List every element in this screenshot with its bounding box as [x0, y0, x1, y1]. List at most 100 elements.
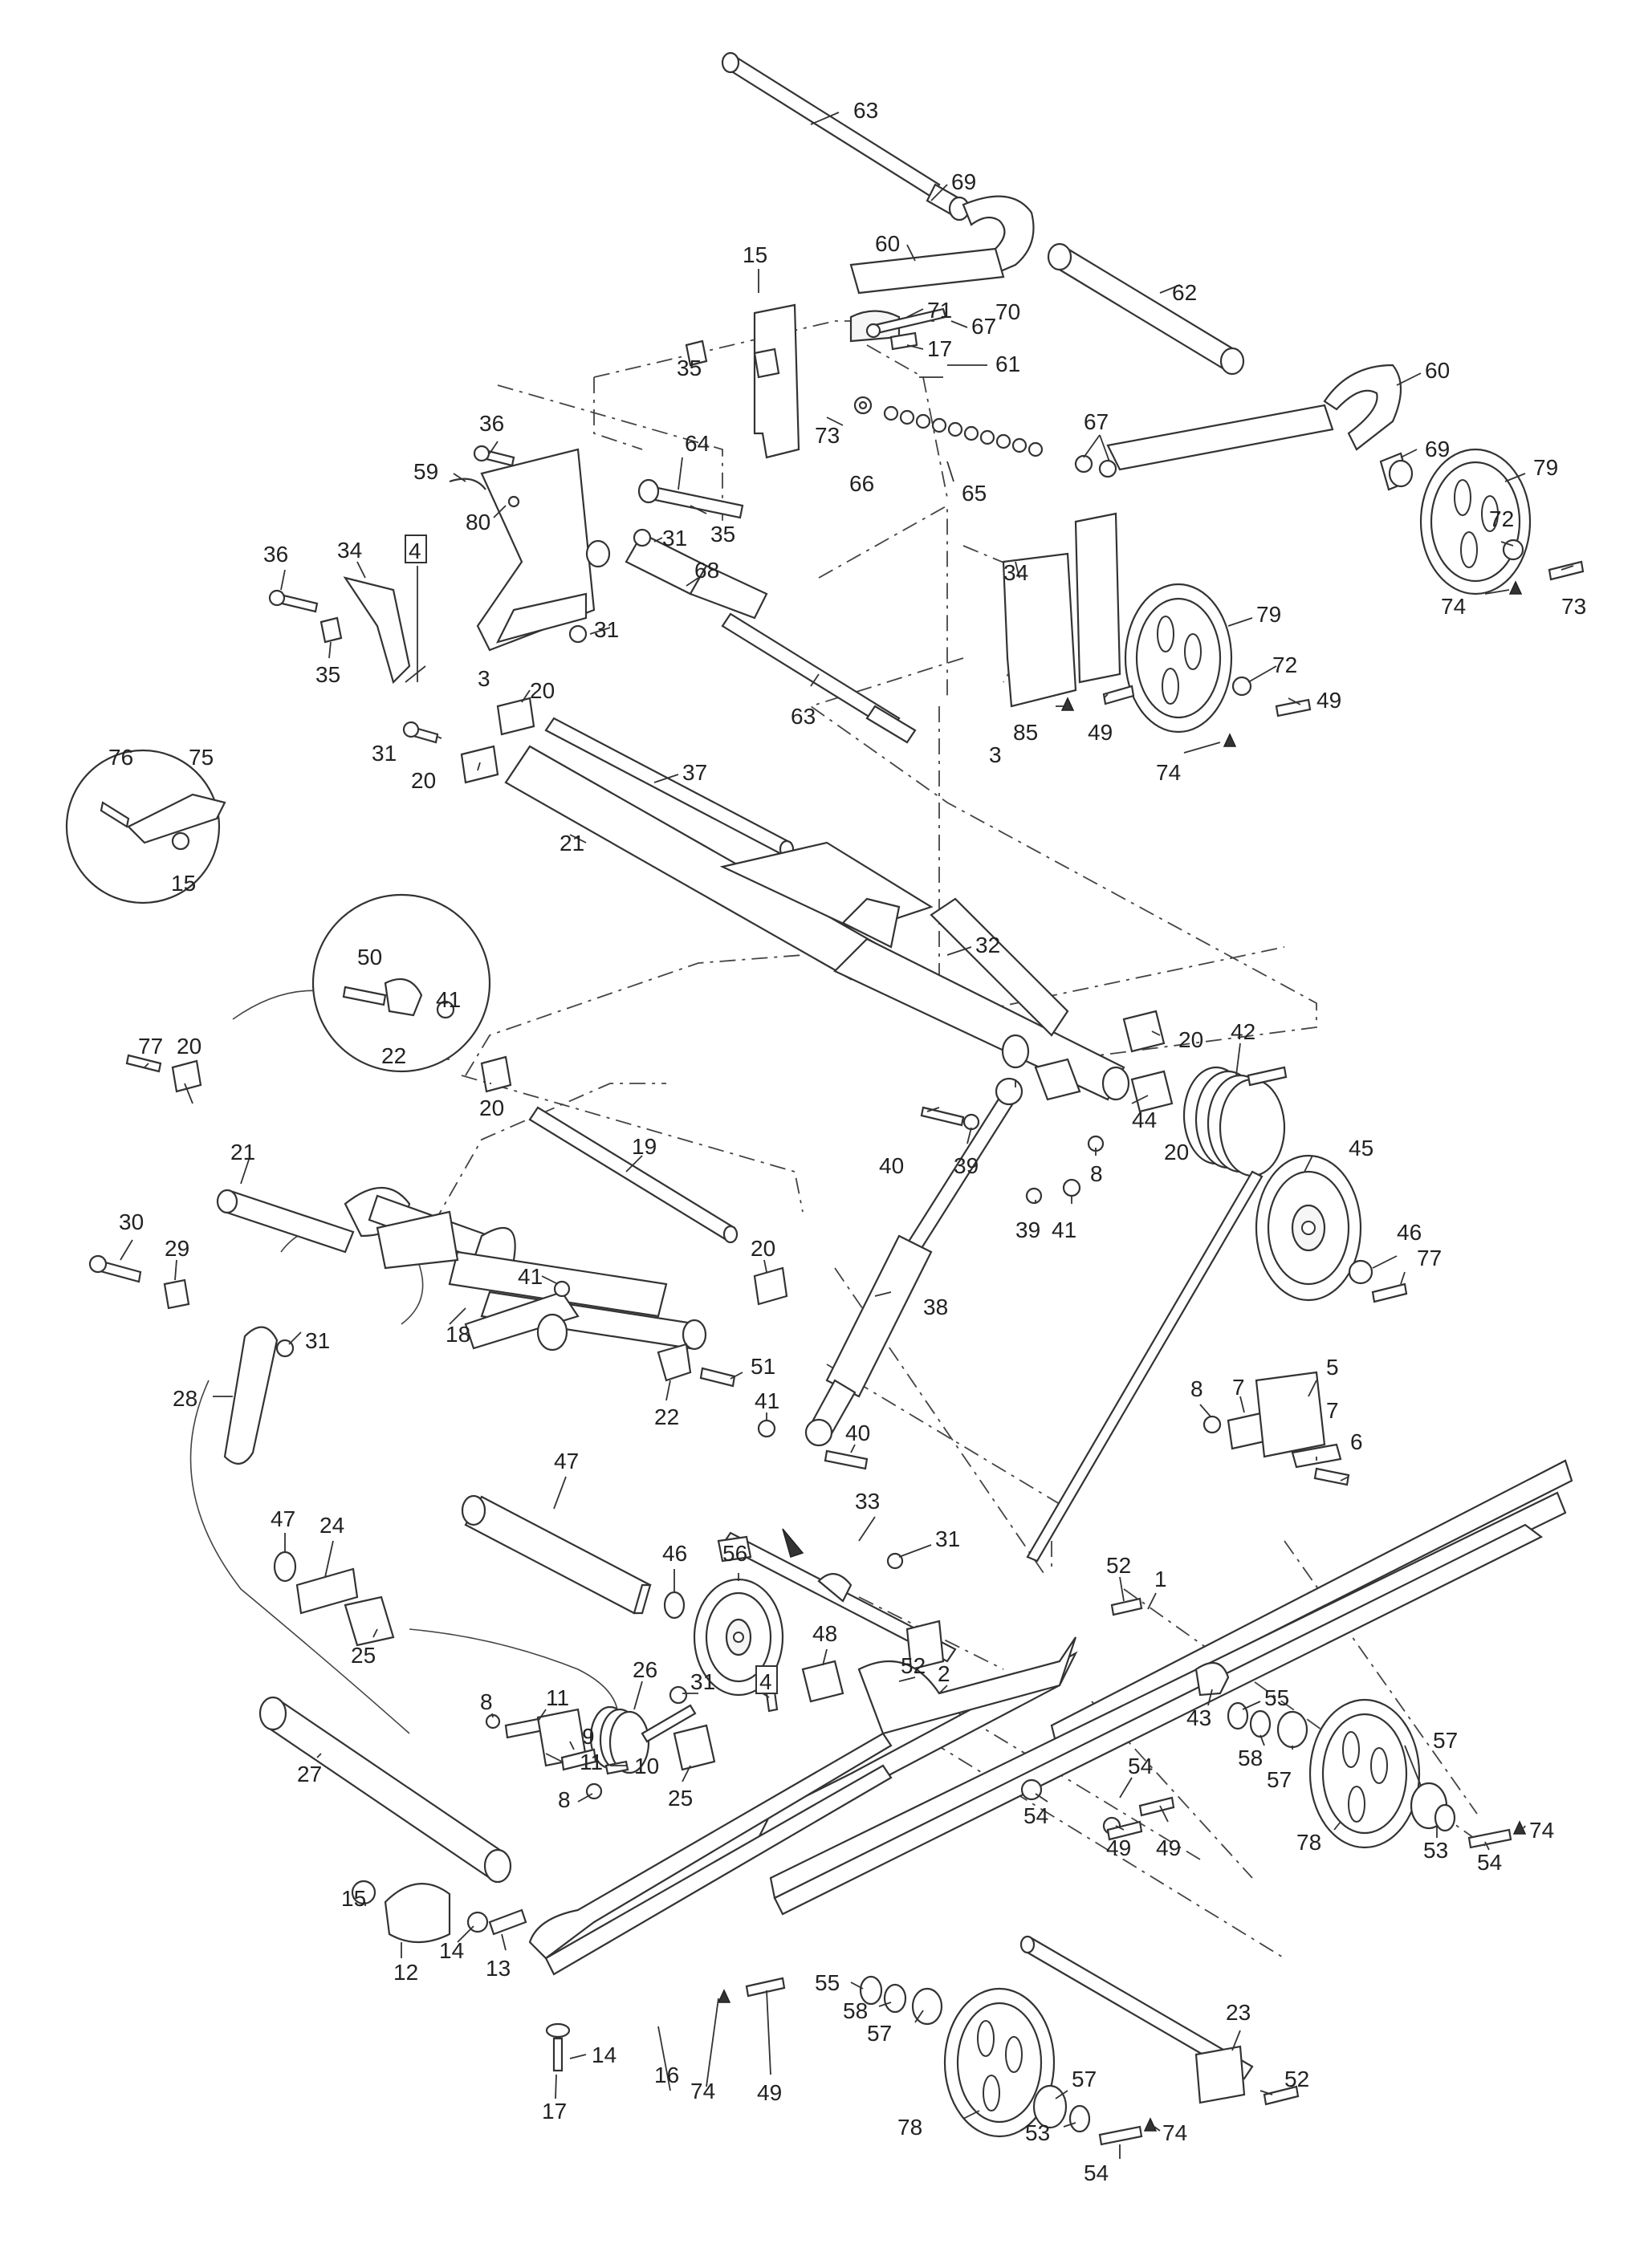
callout-49-b: 49 [1106, 1835, 1131, 1860]
callout-21-top: 21 [560, 831, 584, 856]
callout-39-a: 39 [954, 1153, 979, 1178]
callout-31-left: 31 [372, 741, 397, 766]
callout-39-b: 39 [1015, 1217, 1040, 1242]
callout-54-a: 54 [1128, 1754, 1153, 1778]
callout-80: 80 [466, 510, 490, 534]
callout-72-right: 72 [1489, 506, 1514, 531]
callout-54-b: 54 [1023, 1803, 1048, 1828]
callout-58-right: 58 [1238, 1746, 1263, 1770]
callout-20-c: 20 [1178, 1027, 1203, 1052]
callout-74-right: 74 [1441, 594, 1466, 619]
callout-12: 12 [393, 1960, 418, 1985]
torsion-spring-42 [1026, 1066, 1288, 1563]
callout-52-a: 52 [1106, 1553, 1131, 1578]
wheel-78-lower [943, 1987, 1056, 2138]
callout-52-lower: 52 [1284, 2067, 1309, 2091]
callout-8-mid: 8 [1090, 1161, 1103, 1186]
callout-78-right: 78 [1296, 1830, 1321, 1855]
wheel-79-mid [1124, 583, 1233, 734]
callout-24: 24 [319, 1513, 344, 1538]
callout-6: 6 [1350, 1429, 1363, 1454]
callout-4-top: 4 [409, 539, 421, 563]
callout-29: 29 [165, 1236, 189, 1261]
callout-74-far: 74 [1529, 1818, 1554, 1843]
callout-36-left: 36 [263, 542, 288, 567]
callout-31-b: 31 [594, 617, 619, 642]
main-arm-assembly [88, 697, 1408, 1563]
callout-41-lower: 41 [518, 1264, 543, 1289]
inset-detail-22 [311, 893, 491, 1073]
callout-20-f: 20 [1164, 1140, 1189, 1164]
wheel-45 [1255, 1154, 1362, 1302]
callout-25-mid: 25 [668, 1786, 693, 1811]
callout-75: 75 [189, 745, 214, 770]
callout-8-low: 8 [558, 1787, 571, 1812]
callout-30: 30 [119, 1209, 144, 1234]
callout-22-inset: 22 [381, 1043, 406, 1068]
callout-16: 16 [654, 2063, 679, 2087]
callout-56: 56 [722, 1541, 747, 1566]
callout-66: 66 [849, 471, 874, 496]
callout-74-lower: 74 [690, 2079, 715, 2103]
callout-71: 71 [927, 298, 952, 323]
callout-54-far: 54 [1477, 1850, 1502, 1875]
callout-49-lower: 49 [757, 2080, 782, 2105]
callout-8-left: 8 [480, 1689, 493, 1714]
callout-20-b: 20 [411, 768, 436, 793]
callout-14-b: 14 [592, 2042, 616, 2067]
callout-4-lower: 4 [759, 1669, 772, 1694]
callout-70: 70 [995, 299, 1020, 324]
callout-9: 9 [582, 1724, 595, 1749]
callout-3-right: 3 [989, 742, 1002, 767]
callout-labels: 63 69 60 15 71 67 70 62 60 35 61 17 73 6… [108, 98, 1586, 2185]
callout-31-c: 31 [305, 1328, 330, 1353]
callout-69-right: 69 [1425, 437, 1450, 461]
callout-65: 65 [962, 481, 987, 506]
inset-detail-75 [65, 749, 226, 904]
callout-57-c: 57 [867, 2021, 892, 2046]
callout-49-c: 49 [1156, 1835, 1181, 1860]
callout-62: 62 [1172, 280, 1197, 305]
callout-15-top: 15 [743, 242, 767, 267]
callout-37: 37 [682, 760, 707, 785]
callout-74-mid: 74 [1156, 760, 1181, 785]
callout-22: 22 [654, 1404, 679, 1429]
callout-28: 28 [173, 1386, 197, 1411]
callout-67-top: 67 [971, 314, 996, 339]
callout-57-b: 57 [1433, 1728, 1458, 1753]
callout-20-a: 20 [530, 678, 555, 703]
callout-61: 61 [995, 352, 1020, 376]
callout-18: 18 [446, 1322, 470, 1347]
callout-15-lower: 15 [341, 1886, 366, 1911]
callout-7-b: 7 [1326, 1398, 1339, 1423]
callout-38: 38 [923, 1295, 948, 1319]
callout-67-right: 67 [1084, 409, 1109, 434]
callout-36-top: 36 [479, 411, 504, 436]
callout-53-right: 53 [1423, 1838, 1448, 1863]
wheel-79-right [1419, 448, 1532, 595]
boxed-marker-4-lower: 4 [755, 1665, 778, 1694]
callout-47-ring: 47 [271, 1506, 295, 1531]
callout-72-mid: 72 [1272, 652, 1297, 677]
callout-19: 19 [632, 1134, 657, 1159]
callout-55-lower: 55 [815, 1970, 840, 1995]
callout-53-lower: 53 [1025, 2120, 1050, 2145]
callout-79-top: 79 [1533, 455, 1558, 480]
callout-34-left: 34 [337, 538, 362, 563]
callout-7-a: 7 [1232, 1375, 1245, 1400]
callout-11-a: 11 [546, 1685, 569, 1710]
callout-32: 32 [975, 933, 1000, 957]
callout-13: 13 [486, 1956, 511, 1981]
callout-42: 42 [1231, 1019, 1255, 1044]
callout-33: 33 [855, 1489, 880, 1514]
callout-44: 44 [1132, 1108, 1157, 1132]
callout-10: 10 [634, 1754, 659, 1778]
callout-43: 43 [1186, 1705, 1211, 1730]
callout-73-right: 73 [1561, 594, 1586, 619]
callout-51: 51 [751, 1354, 775, 1379]
callout-60-right: 60 [1425, 358, 1450, 383]
callout-47-tube: 47 [554, 1449, 579, 1473]
boxed-marker-4-top: 4 [405, 534, 427, 563]
